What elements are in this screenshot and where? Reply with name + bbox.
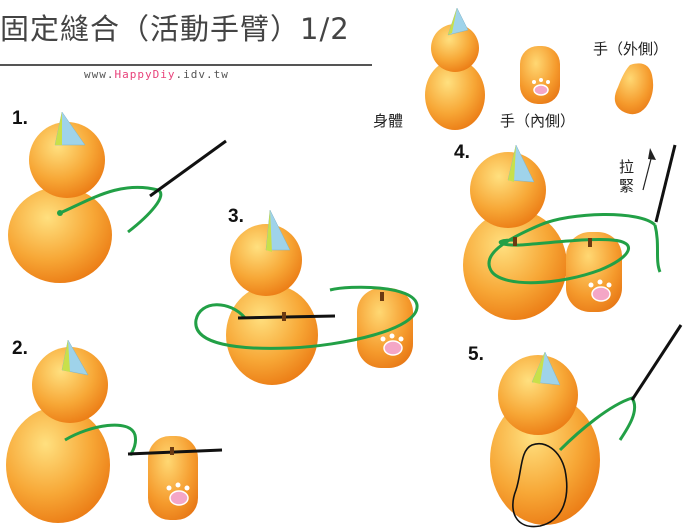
step4-thread [487, 213, 657, 285]
step-2-number: 2. [12, 338, 28, 359]
step-5-number: 5. [468, 344, 484, 365]
website-suffix: .idv.tw [175, 68, 229, 81]
step5-arm-outline [512, 443, 568, 528]
website-brand: HappyDiy [114, 68, 176, 81]
step3-hand [357, 288, 413, 368]
step3-figure [226, 209, 318, 385]
step-3-number: 3. [228, 206, 244, 227]
legend-hand-inner [520, 46, 560, 104]
step-1-number: 1. [12, 108, 28, 129]
website-credit: www.HappyDiy.idv.tw [84, 68, 229, 81]
title-divider [0, 64, 372, 66]
step-4-number: 4. [454, 142, 470, 163]
step5-needle [630, 324, 683, 401]
legend-body-figure [425, 7, 485, 130]
pull-tight-label: 拉緊 [619, 158, 635, 195]
website-prefix: www. [84, 68, 115, 81]
step4-figure [463, 144, 567, 320]
step5-figure [490, 351, 600, 525]
step3-thread [194, 285, 419, 350]
legend-body-label: 身體 [373, 112, 404, 130]
step2-needle [127, 448, 223, 456]
legend-hand-outer-label: 手（外側） [593, 40, 669, 58]
step2-figure [6, 339, 110, 523]
pull-arrow [642, 154, 653, 191]
step1-needle [149, 139, 227, 198]
page-title: 固定縫合（活動手臂）1/2 [0, 12, 350, 46]
step4-needle [654, 144, 677, 223]
step3-needle [237, 314, 336, 320]
step1-figure [8, 111, 112, 283]
legend-hand-outer [614, 63, 654, 115]
legend-hand-inner-label: 手（內側） [500, 112, 576, 130]
step2-hand [148, 436, 198, 520]
